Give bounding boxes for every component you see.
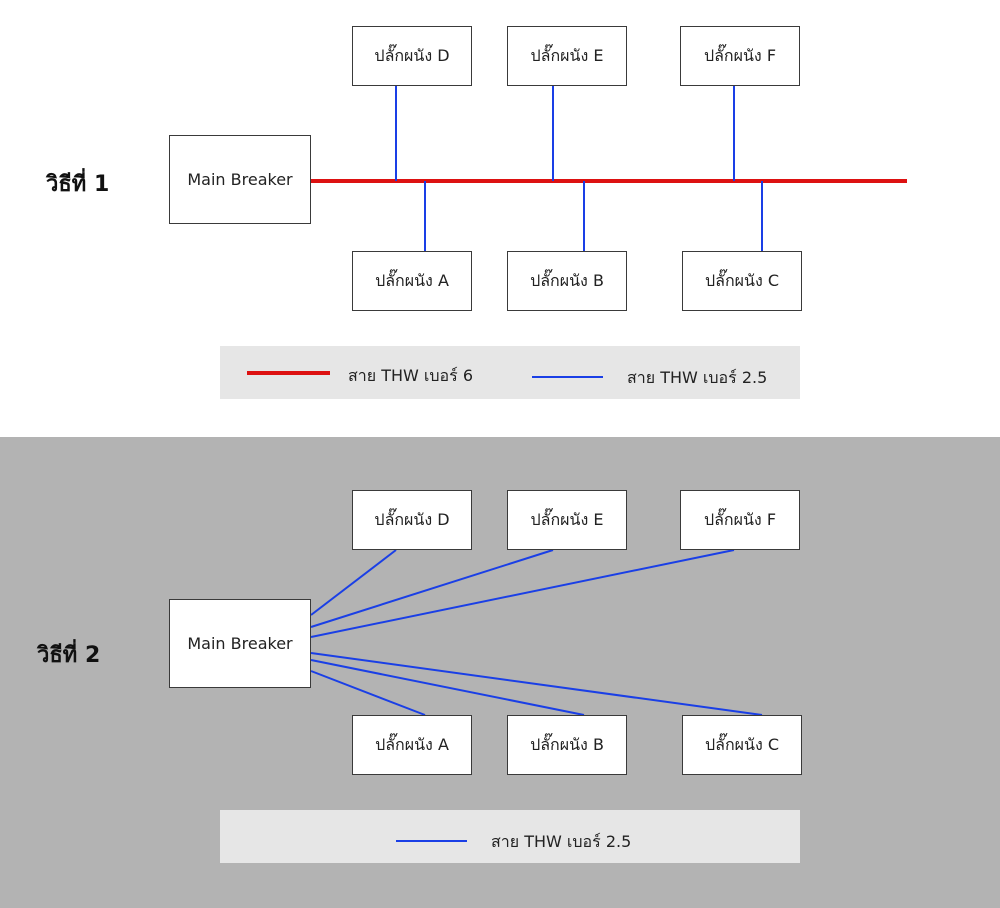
outlet-d-1: ปลั๊กผนัง D <box>352 26 472 86</box>
outlet-e-2: ปลั๊กผนัง E <box>507 490 627 550</box>
legend-branch-wire-label: สาย THW เบอร์ 2.5 <box>627 368 768 387</box>
outlet-d-2: ปลั๊กผนัง D <box>352 490 472 550</box>
legend-main-wire-swatch <box>247 371 330 375</box>
outlet-b-1: ปลั๊กผนัง B <box>507 251 627 311</box>
outlet-e-1: ปลั๊กผนัง E <box>507 26 627 86</box>
radial-wire-c <box>310 652 763 716</box>
method-1-title: วิธีที่ 1 <box>46 172 110 197</box>
method-2-title: วิธีที่ 2 <box>37 643 101 668</box>
radial-wire-e <box>310 549 554 628</box>
radial-wire-b <box>310 659 585 716</box>
main-breaker-1: Main Breaker <box>169 135 311 224</box>
outlet-b-2: ปลั๊กผนัง B <box>507 715 627 775</box>
outlet-c-2: ปลั๊กผนัง C <box>682 715 802 775</box>
legend-1: สาย THW เบอร์ 6 สาย THW เบอร์ 2.5 <box>220 346 800 399</box>
legend-main-wire-label: สาย THW เบอร์ 6 <box>348 366 474 385</box>
radial-wire-a <box>310 670 426 716</box>
outlet-a-2: ปลั๊กผนัง A <box>352 715 472 775</box>
outlet-a-1: ปลั๊กผนัง A <box>352 251 472 311</box>
main-breaker-2: Main Breaker <box>169 599 311 688</box>
radial-wire-d <box>310 549 397 616</box>
legend-branch-wire-swatch <box>532 376 603 378</box>
outlet-f-1: ปลั๊กผนัง F <box>680 26 800 86</box>
outlet-f-2: ปลั๊กผนัง F <box>680 490 800 550</box>
outlet-c-1: ปลั๊กผนัง C <box>682 251 802 311</box>
radial-wire-f <box>310 549 735 638</box>
legend-branch-wire-label-2: สาย THW เบอร์ 2.5 <box>491 832 632 851</box>
legend-2: สาย THW เบอร์ 2.5 <box>220 810 800 863</box>
legend-branch-wire-swatch-2 <box>396 840 467 842</box>
